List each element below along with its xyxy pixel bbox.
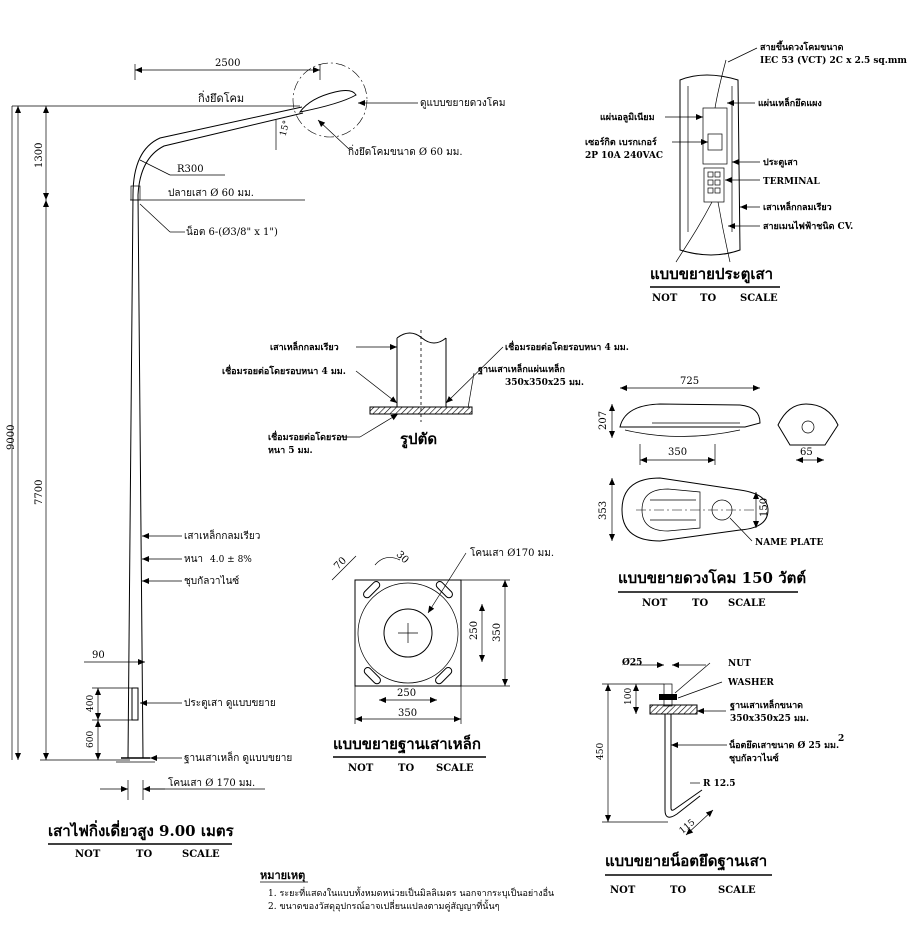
lamp-dim-207: 207 <box>598 411 609 430</box>
base-diameter-label: โคนเสา Ø 170 มม. <box>168 776 255 789</box>
notes: หมายเหตุ 1. ระยะที่แสดงในแบบทั้งหมดหน่วย… <box>260 869 554 912</box>
section-detail: เสาเหล็กกลมเรียว เชื่อมรอยต่อโดยรอบหนา 4… <box>222 330 629 456</box>
lamp-scale-scale: SCALE <box>728 598 766 609</box>
pole-scale-scale: SCALE <box>182 849 220 860</box>
lamp-dim-150: 150 <box>759 498 770 517</box>
bolt-scale-not: NOT <box>610 885 636 896</box>
base-dim-250-v: 250 <box>469 621 480 640</box>
base-plate-label: ฐานเสาเหล็ก ดูแบบขยาย <box>184 750 292 764</box>
bolts-label: น็อต 6-(Ø3/8" x 1") <box>186 224 278 238</box>
lamp-dim-725: 725 <box>680 376 699 387</box>
lamp-scale-to: TO <box>692 598 708 609</box>
base-dim-350-v: 350 <box>492 623 503 642</box>
lamp-detail-label: ดูแบบขยายดวงโคม <box>420 96 505 109</box>
pole-door <box>131 687 139 721</box>
bolt-radius-label: R 12.5 <box>703 779 736 789</box>
section-plate-label: ฐานเสาเหล็กแผ่นเหล็ก <box>478 362 565 375</box>
pole-scale-not: NOT <box>75 849 101 860</box>
bolt-bolt-label: น็อตยึดเสาขนาด Ø 25 มม. <box>729 738 839 751</box>
door-main-cable-label: สายเมนไฟฟ้าชนิด CV. <box>763 220 853 232</box>
door-aluminium-label: แผ่นอลูมิเนียม <box>600 112 655 123</box>
lamp-title: แบบขยายดวงโคม 150 วัตต์ <box>618 568 806 587</box>
anchor-slots <box>363 581 453 685</box>
bolt-dim-100: 100 <box>624 688 634 705</box>
base-pole-base-label: โคนเสา Ø170 มม. <box>470 546 554 559</box>
base-scale-scale: SCALE <box>436 763 474 774</box>
section-weld-bottom: เชื่อมรอยต่อโดยรอบ <box>268 430 347 443</box>
dim-400: 400 <box>86 695 96 712</box>
lamp-dim-350: 350 <box>668 447 687 458</box>
bolt-plate-label: ฐานเสาเหล็กขนาด <box>730 698 803 711</box>
notes-line1: 1. ระยะที่แสดงในแบบทั้งหมดหน่วยเป็นมิลลิ… <box>268 886 554 899</box>
detail-circle <box>292 62 368 138</box>
pole-scale-to: TO <box>136 849 152 860</box>
door-mount-plate-label: แผ่นเหล็กยึดแผง <box>758 96 822 109</box>
dim-1300: 1300 <box>34 143 45 168</box>
section-weld-right: เชื่อมรอยต่อโดยรอบหนา 4 มม. <box>505 340 629 353</box>
dim-angle: 15° <box>279 119 293 137</box>
pole-elevation: 2500 กิ่งยึดโคม ดูแบบขยายดวงโคม 15° กิ่ง… <box>6 58 505 860</box>
door-detail: สายขึ้นดวงโคมขนาด IEC 53 (VCT) 2C x 2.5 … <box>585 40 907 304</box>
door-door-label: ประตูเสา <box>763 157 798 168</box>
bolt-bolt-sup: 2 <box>838 734 844 744</box>
bolt-galv-label: ชุบกัลวาไนซ์ <box>729 752 779 764</box>
pole-tip-label: ปลายเสา Ø 60 มม. <box>168 188 254 199</box>
steel-pole-label: เสาเหล็กกลมเรียว <box>184 528 260 542</box>
arm-spec-label: กิ่งยึดโคมขนาด Ø 60 มม. <box>348 144 463 158</box>
bolt-dim-450: 450 <box>596 743 606 760</box>
notes-line2: 2. ขนาดของวัสดุอุปกรณ์อาจเปลี่ยนแปลงตามค… <box>268 899 500 912</box>
door-wire-label: สายขึ้นดวงโคมขนาด <box>760 40 844 53</box>
door-breaker-label: เซอร์กิต เบรกเกอร์ <box>585 136 657 148</box>
lamp-dim-65: 65 <box>800 447 813 458</box>
dim-2500: 2500 <box>215 58 240 69</box>
pole-door-label: ประตูเสา ดูแบบขยาย <box>184 698 276 709</box>
bolt-scale-scale: SCALE <box>718 885 756 896</box>
lamp-detail: 725 207 350 65 353 150 NAME PLATE แบบขยา… <box>598 376 839 609</box>
section-pole-label: เสาเหล็กกลมเรียว <box>270 340 339 353</box>
thickness-prefix: หนา <box>184 554 203 565</box>
bolt-title: แบบขยายน็อตยึดฐานเสา <box>605 851 767 871</box>
bolt-nut-label: NUT <box>728 659 751 669</box>
notes-title: หมายเหตุ <box>260 869 305 883</box>
bolt-plate-spec: 350x350x25 มม. <box>730 714 809 724</box>
door-scale-not: NOT <box>652 293 678 304</box>
door-steel-pole-label: เสาเหล็กกลมเรียว <box>763 200 832 213</box>
bolt-dim-25: Ø25 <box>622 657 642 668</box>
arm-label: กิ่งยึดโคม <box>198 90 244 105</box>
radius-label: R300 <box>177 164 204 175</box>
pole-title: เสาไฟกิ่งเดี่ยวสูง 9.00 เมตร <box>48 820 235 841</box>
base-dim-30: 30 <box>394 549 411 566</box>
bolt-washer-label: WASHER <box>727 678 774 688</box>
lamp-name-plate: NAME PLATE <box>755 538 823 548</box>
lamp-scale-not: NOT <box>642 598 668 609</box>
lamp-dim-353: 353 <box>598 501 609 520</box>
dim-600: 600 <box>86 731 96 748</box>
door-scale-to: TO <box>700 293 716 304</box>
base-dim-350-h: 350 <box>398 708 417 719</box>
lamp-head-shape <box>298 90 357 113</box>
section-weld-left: เชื่อมรอยต่อโดยรอบหนา 4 มม. <box>222 364 346 377</box>
galvanized-label: ชุบกัลวาไนซ์ <box>184 575 239 587</box>
base-plate-detail: 70 30 โคนเสา Ø170 มม. 250 350 250 350 แบ… <box>331 546 554 774</box>
base-scale-to: TO <box>398 763 414 774</box>
section-title: รูปตัด <box>400 430 437 449</box>
dim-9000: 9000 <box>6 425 17 450</box>
door-title: แบบขยายประตูเสา <box>650 265 773 284</box>
bolt-detail: Ø25 NUT WASHER 100 ฐานเสาเหล็กขนาด 350x3… <box>596 657 844 896</box>
base-dim-250-h: 250 <box>397 688 416 699</box>
dim-90: 90 <box>92 650 105 661</box>
door-scale-scale: SCALE <box>740 293 778 304</box>
section-weld-bottom2: หนา 5 มม. <box>268 446 313 456</box>
base-dim-70: 70 <box>332 555 349 572</box>
door-wire-spec: IEC 53 (VCT) 2C x 2.5 sq.mm. <box>760 55 907 66</box>
dim-7700: 7700 <box>34 480 45 505</box>
bolt-scale-to: TO <box>670 885 686 896</box>
door-terminal-label: TERMINAL <box>763 177 820 187</box>
base-title: แบบขยายฐานเสาเหล็ก <box>333 734 481 754</box>
base-scale-not: NOT <box>348 763 374 774</box>
thickness-value: 4.0 ± 8% <box>210 555 252 565</box>
door-breaker-spec: 2P 10A 240VAC <box>585 151 663 161</box>
section-plate-spec: 350x350x25 มม. <box>505 378 584 388</box>
